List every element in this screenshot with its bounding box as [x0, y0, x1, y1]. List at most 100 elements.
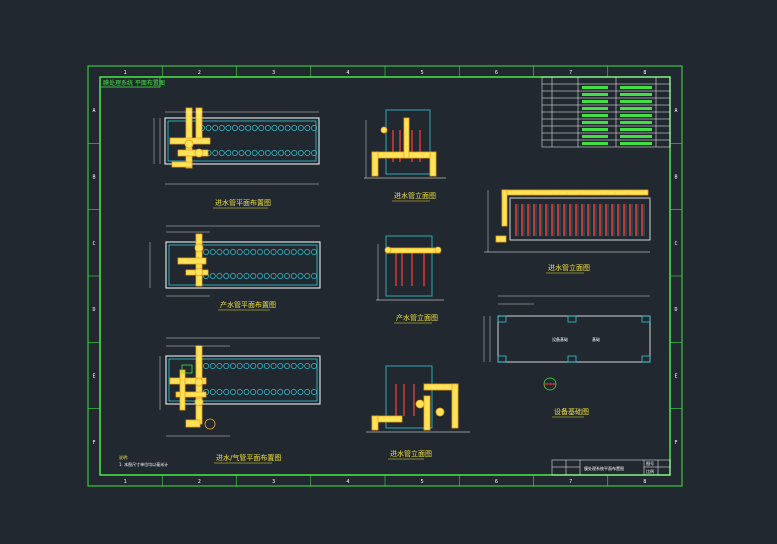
membrane-module [311, 249, 317, 255]
view-6-elevation: 进水管立面图 [366, 365, 470, 460]
membrane-module [212, 150, 219, 156]
membrane-module [271, 150, 278, 156]
membrane-module [263, 249, 270, 255]
grid-row-label: A [674, 108, 677, 114]
grid-col-label: 1 [124, 479, 127, 485]
grid-col-label: 4 [346, 70, 349, 76]
membrane-module [216, 273, 223, 279]
grid-col-label: 1 [124, 70, 127, 76]
membrane-module [209, 389, 216, 395]
membrane-module [270, 273, 277, 279]
membrane-module [290, 389, 297, 395]
sheet-header-label: 膜处理系统 平面布置图 [103, 79, 165, 87]
view-2-title: 产水管平面布置图 [220, 300, 276, 309]
membrane-module [304, 273, 311, 279]
membrane-module [304, 363, 311, 369]
membrane-module [236, 363, 243, 369]
elevation-pipe-4 [371, 117, 437, 177]
view-3-plan: 进水/气管平面布置图 说明: 1. 本图尺寸单位均以毫米计 [119, 337, 321, 467]
membrane-module [304, 125, 311, 131]
membrane-module [209, 249, 216, 255]
elevation-pipe-6 [371, 383, 459, 431]
membrane-module [236, 249, 243, 255]
sheet-header: 膜处理系统 平面布置图 [99, 76, 165, 88]
membrane-module [270, 363, 277, 369]
membrane-module [263, 389, 270, 395]
membrane-module [257, 273, 263, 279]
membrane-module [277, 273, 284, 279]
membrane-module [209, 363, 216, 369]
inlet-pipe-1 [169, 107, 211, 169]
membrane-module [250, 389, 257, 395]
grid-row-label: C [92, 241, 95, 247]
view-7-title: 进水管立面图 [548, 263, 590, 272]
membrane-module [216, 249, 223, 255]
membrane-module [230, 363, 236, 369]
membrane-module [243, 249, 250, 255]
foundation-text-b: 基础 [592, 336, 600, 342]
grid-col-label: 5 [421, 479, 424, 485]
grid-row-label: C [674, 241, 677, 247]
membrane-module [297, 363, 304, 369]
membrane-modules-7 [515, 204, 645, 236]
membrane-module [243, 363, 250, 369]
membrane-module [251, 125, 258, 131]
membrane-module [250, 273, 257, 279]
membrane-module [216, 389, 223, 395]
membrane-module [231, 125, 238, 131]
membrane-module [304, 249, 311, 255]
membrane-module [238, 150, 245, 156]
membrane-module [290, 363, 297, 369]
view-7-elevation: 进水管立面图 [484, 189, 651, 274]
membrane-module [304, 150, 311, 156]
grid-col-label: 4 [346, 479, 349, 485]
membrane-module [311, 273, 317, 279]
membrane-module [225, 125, 232, 131]
membrane-module [236, 389, 243, 395]
view-5-title: 产水管立面图 [396, 313, 438, 322]
elevation-pipe-7 [495, 189, 649, 243]
grid-col-label: 2 [198, 479, 201, 485]
membrane-module [311, 150, 317, 156]
membrane-module [284, 273, 290, 279]
membrane-module [297, 150, 304, 156]
view-3-title: 进水/气管平面布置图 [216, 453, 281, 462]
membrane-module [290, 273, 297, 279]
grid-col-label: 8 [643, 70, 646, 76]
grid-col-label: 3 [272, 70, 275, 76]
membrane-module [205, 125, 212, 131]
grid-col-label: 2 [198, 70, 201, 76]
membrane-module [236, 273, 243, 279]
membrane-module [223, 273, 230, 279]
membrane-module [284, 363, 290, 369]
notes-line-1: 1. 本图尺寸单位均以毫米计 [119, 461, 168, 467]
membrane-modules-6 [395, 384, 415, 416]
membrane-module [250, 363, 257, 369]
membrane-module [230, 273, 236, 279]
membrane-module [277, 249, 284, 255]
grid-row-label: B [674, 175, 677, 181]
membrane-module [230, 249, 236, 255]
membrane-module [203, 363, 209, 369]
membrane-module [278, 150, 285, 156]
membrane-module [218, 125, 225, 131]
membrane-module [278, 125, 285, 131]
membrane-row-1a [199, 125, 317, 131]
membrane-module [284, 150, 291, 156]
grid-row-label: F [674, 440, 677, 446]
membrane-module [271, 125, 278, 131]
membrane-module [284, 249, 290, 255]
membrane-module [225, 150, 232, 156]
view-8-foundation: 设备基础 基础 设备基础图 [483, 295, 651, 418]
notes-heading: 说明: [119, 454, 128, 460]
inlet-air-pipe-3 [169, 345, 216, 430]
membrane-module [277, 389, 284, 395]
membrane-row-3b [203, 389, 317, 395]
grid-row-label: B [92, 175, 95, 181]
membrane-module [212, 125, 219, 131]
membrane-module [291, 150, 298, 156]
membrane-module [284, 125, 291, 131]
view-4-elevation: 进水管立面图 [364, 109, 446, 202]
grid-row-label: E [92, 374, 95, 380]
